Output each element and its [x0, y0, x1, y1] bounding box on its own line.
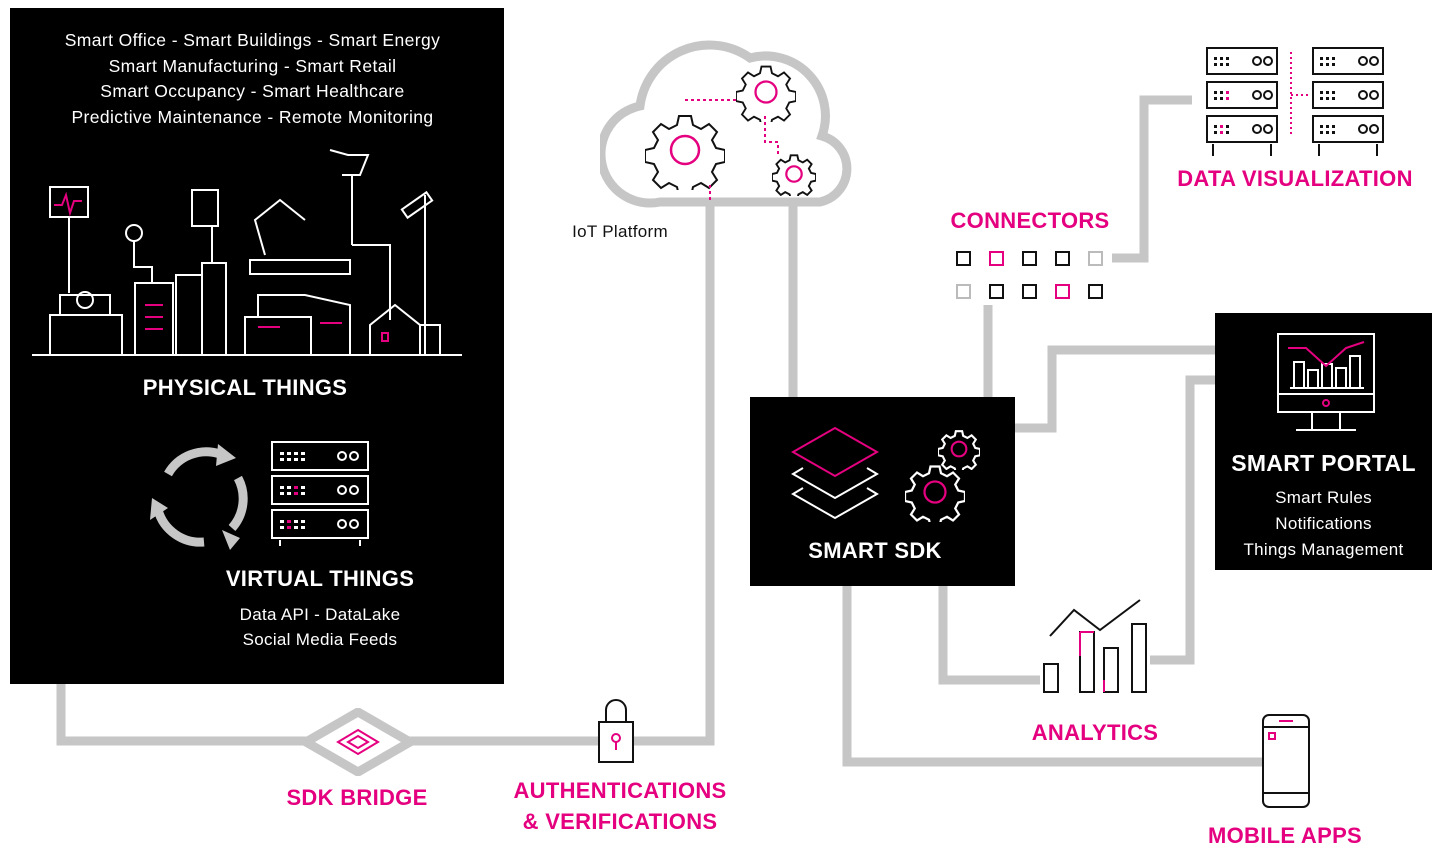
use-case-line: Smart Office - Smart Buildings - Smart E…	[64, 30, 441, 50]
gear-links	[685, 99, 779, 202]
bar-chart-icon	[1043, 599, 1147, 693]
diamond-bridge-icon	[300, 708, 416, 776]
smart-portal-title: SMART PORTAL	[1231, 450, 1416, 476]
city-skyline-icon	[32, 149, 462, 356]
virtual-things-title: VIRTUAL THINGS	[225, 566, 415, 591]
connector-squares-icon	[956, 251, 1103, 299]
sync-arrows-icon	[150, 444, 248, 550]
gear-icon	[645, 115, 725, 190]
virtual-things-line: Data API - DataLake	[239, 605, 401, 624]
smart-portal-line: Smart Rules	[1275, 488, 1372, 507]
mobile-apps-title: MOBILE APPS	[1207, 823, 1363, 848]
smart-portal-line: Things Management	[1243, 540, 1404, 559]
connectors-title: CONNECTORS	[950, 208, 1110, 233]
auth-title-line: AUTHENTICATIONS	[513, 778, 727, 803]
smart-sdk-panel	[750, 397, 1015, 586]
monitor-chart-icon	[1277, 333, 1375, 431]
smart-sdk-title: SMART SDK	[808, 538, 942, 563]
auth-title-line: & VERIFICATIONS	[522, 809, 718, 834]
physical-things-title: PHYSICAL THINGS	[142, 375, 348, 400]
server-rack-icon	[271, 441, 369, 546]
sdk-bridge-title: SDK BRIDGE	[286, 785, 428, 810]
use-case-line: Smart Manufacturing - Smart Retail	[108, 55, 397, 76]
iot-platform-label: IoT Platform	[572, 222, 668, 241]
layers-icon	[790, 426, 880, 520]
smart-portal-line: Notifications	[1275, 514, 1372, 533]
data-visualization-title: DATA VISUALIZATION	[1177, 166, 1413, 191]
analytics-title: ANALYTICS	[1031, 720, 1159, 745]
smart-portal-panel	[1215, 313, 1432, 570]
gear-icon	[938, 430, 980, 470]
use-cases-list: Smart Office - Smart Buildings - Smart E…	[10, 28, 495, 130]
gear-icon	[905, 465, 965, 522]
gear-icon	[772, 154, 816, 196]
padlock-icon	[598, 699, 634, 763]
use-case-line: Smart Occupancy - Smart Healthcare	[100, 81, 405, 101]
gear-icon	[736, 65, 796, 122]
use-case-line: Predictive Maintenance - Remote Monitori…	[71, 106, 434, 127]
things-panel	[10, 8, 504, 684]
smartphone-icon	[1262, 714, 1310, 808]
server-rack-icon	[1206, 47, 1384, 156]
virtual-things-line: Social Media Feeds	[242, 630, 398, 649]
